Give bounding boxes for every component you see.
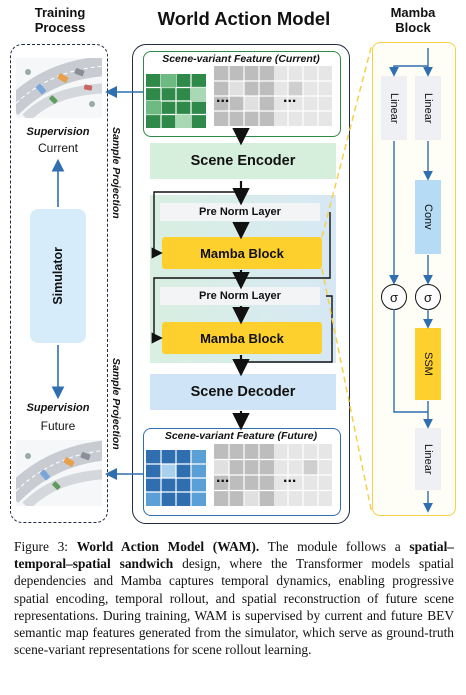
training-process-title: Training Process: [34, 5, 86, 35]
mamba-sigma-right-label: σ: [423, 289, 433, 305]
sample-projection-top-label: Sample Projection: [110, 127, 122, 219]
future-scene-image: [16, 440, 102, 506]
mamba-block-2-label: Mamba Block: [200, 330, 284, 346]
pre-norm-layer-1: Pre Norm Layer: [160, 203, 320, 221]
scene-decoder-box: Scene Decoder: [150, 374, 336, 410]
mamba-linear-right-label: Linear: [422, 92, 434, 124]
current-scene-image: [16, 58, 102, 118]
caption-text-2: design, where the Transformer models spa…: [14, 556, 454, 658]
caption-prefix: Figure 3:: [14, 539, 77, 554]
mamba-sigma-left-label: σ: [389, 289, 399, 305]
feature-current-ellipsis-1: ...: [216, 89, 230, 106]
pre-norm-layer-2-label: Pre Norm Layer: [199, 290, 281, 302]
mamba-conv-label: Conv: [422, 204, 434, 230]
mamba-detail-title: Mamba Block: [390, 5, 436, 35]
mamba-ssm: SSM: [415, 328, 441, 400]
feature-future-ellipsis-2: ...: [283, 469, 297, 486]
wam-arrows: [105, 43, 373, 515]
mamba-block-1-label: Mamba Block: [200, 245, 284, 261]
supervision-current-label: Supervision: [26, 126, 90, 138]
mamba-block-2: Mamba Block: [162, 322, 322, 354]
mamba-linear-right: Linear: [415, 76, 441, 140]
pre-norm-layer-2: Pre Norm Layer: [160, 287, 320, 305]
scene-encoder-box: Scene Encoder: [150, 143, 336, 179]
mamba-linear-left: Linear: [381, 76, 407, 140]
future-label: Future: [40, 419, 76, 433]
feature-future-label: Scene-variant Feature (Future): [164, 430, 318, 442]
training-process-frame: [10, 44, 108, 523]
wam-frame: [132, 44, 350, 524]
feature-future-ellipsis-1: ...: [216, 469, 230, 486]
feature-current-label: Scene-variant Feature (Current): [162, 53, 320, 65]
simulator-box: Simulator: [30, 209, 86, 343]
mamba-detail-arrows: [389, 48, 433, 513]
caption-bold-1: World Action Model (WAM).: [76, 539, 260, 554]
mamba-ssm-label: SSM: [422, 352, 434, 376]
figure-caption: Figure 3: World Action Model (WAM). The …: [14, 538, 454, 658]
mamba-linear-out: Linear: [415, 428, 441, 490]
caption-text-1: The module follows a: [259, 539, 410, 554]
pre-norm-layer-1-label: Pre Norm Layer: [199, 206, 281, 218]
current-label: Current: [37, 141, 78, 155]
feature-current-grids: [146, 66, 332, 128]
sample-projection-bottom-label: Sample Projection: [110, 358, 122, 450]
scene-decoder-label: Scene Decoder: [190, 384, 296, 400]
mamba-block-1: Mamba Block: [162, 237, 322, 269]
scene-encoder-label: Scene Encoder: [190, 153, 296, 169]
mamba-linear-left-label: Linear: [388, 92, 400, 124]
mamba-conv: Conv: [415, 180, 441, 254]
mamba-sigma-right: σ: [415, 284, 441, 310]
supervision-future-label: Supervision: [26, 402, 90, 414]
training-arrows: [51, 158, 65, 400]
feature-current-ellipsis-2: ...: [283, 89, 297, 106]
caption-bold-2: spatial–temporal–spatial sandwich: [14, 539, 455, 572]
wam-title: World Action Model: [157, 8, 331, 29]
mamba-linear-out-label: Linear: [422, 443, 434, 475]
feature-future-grids: [146, 444, 332, 506]
